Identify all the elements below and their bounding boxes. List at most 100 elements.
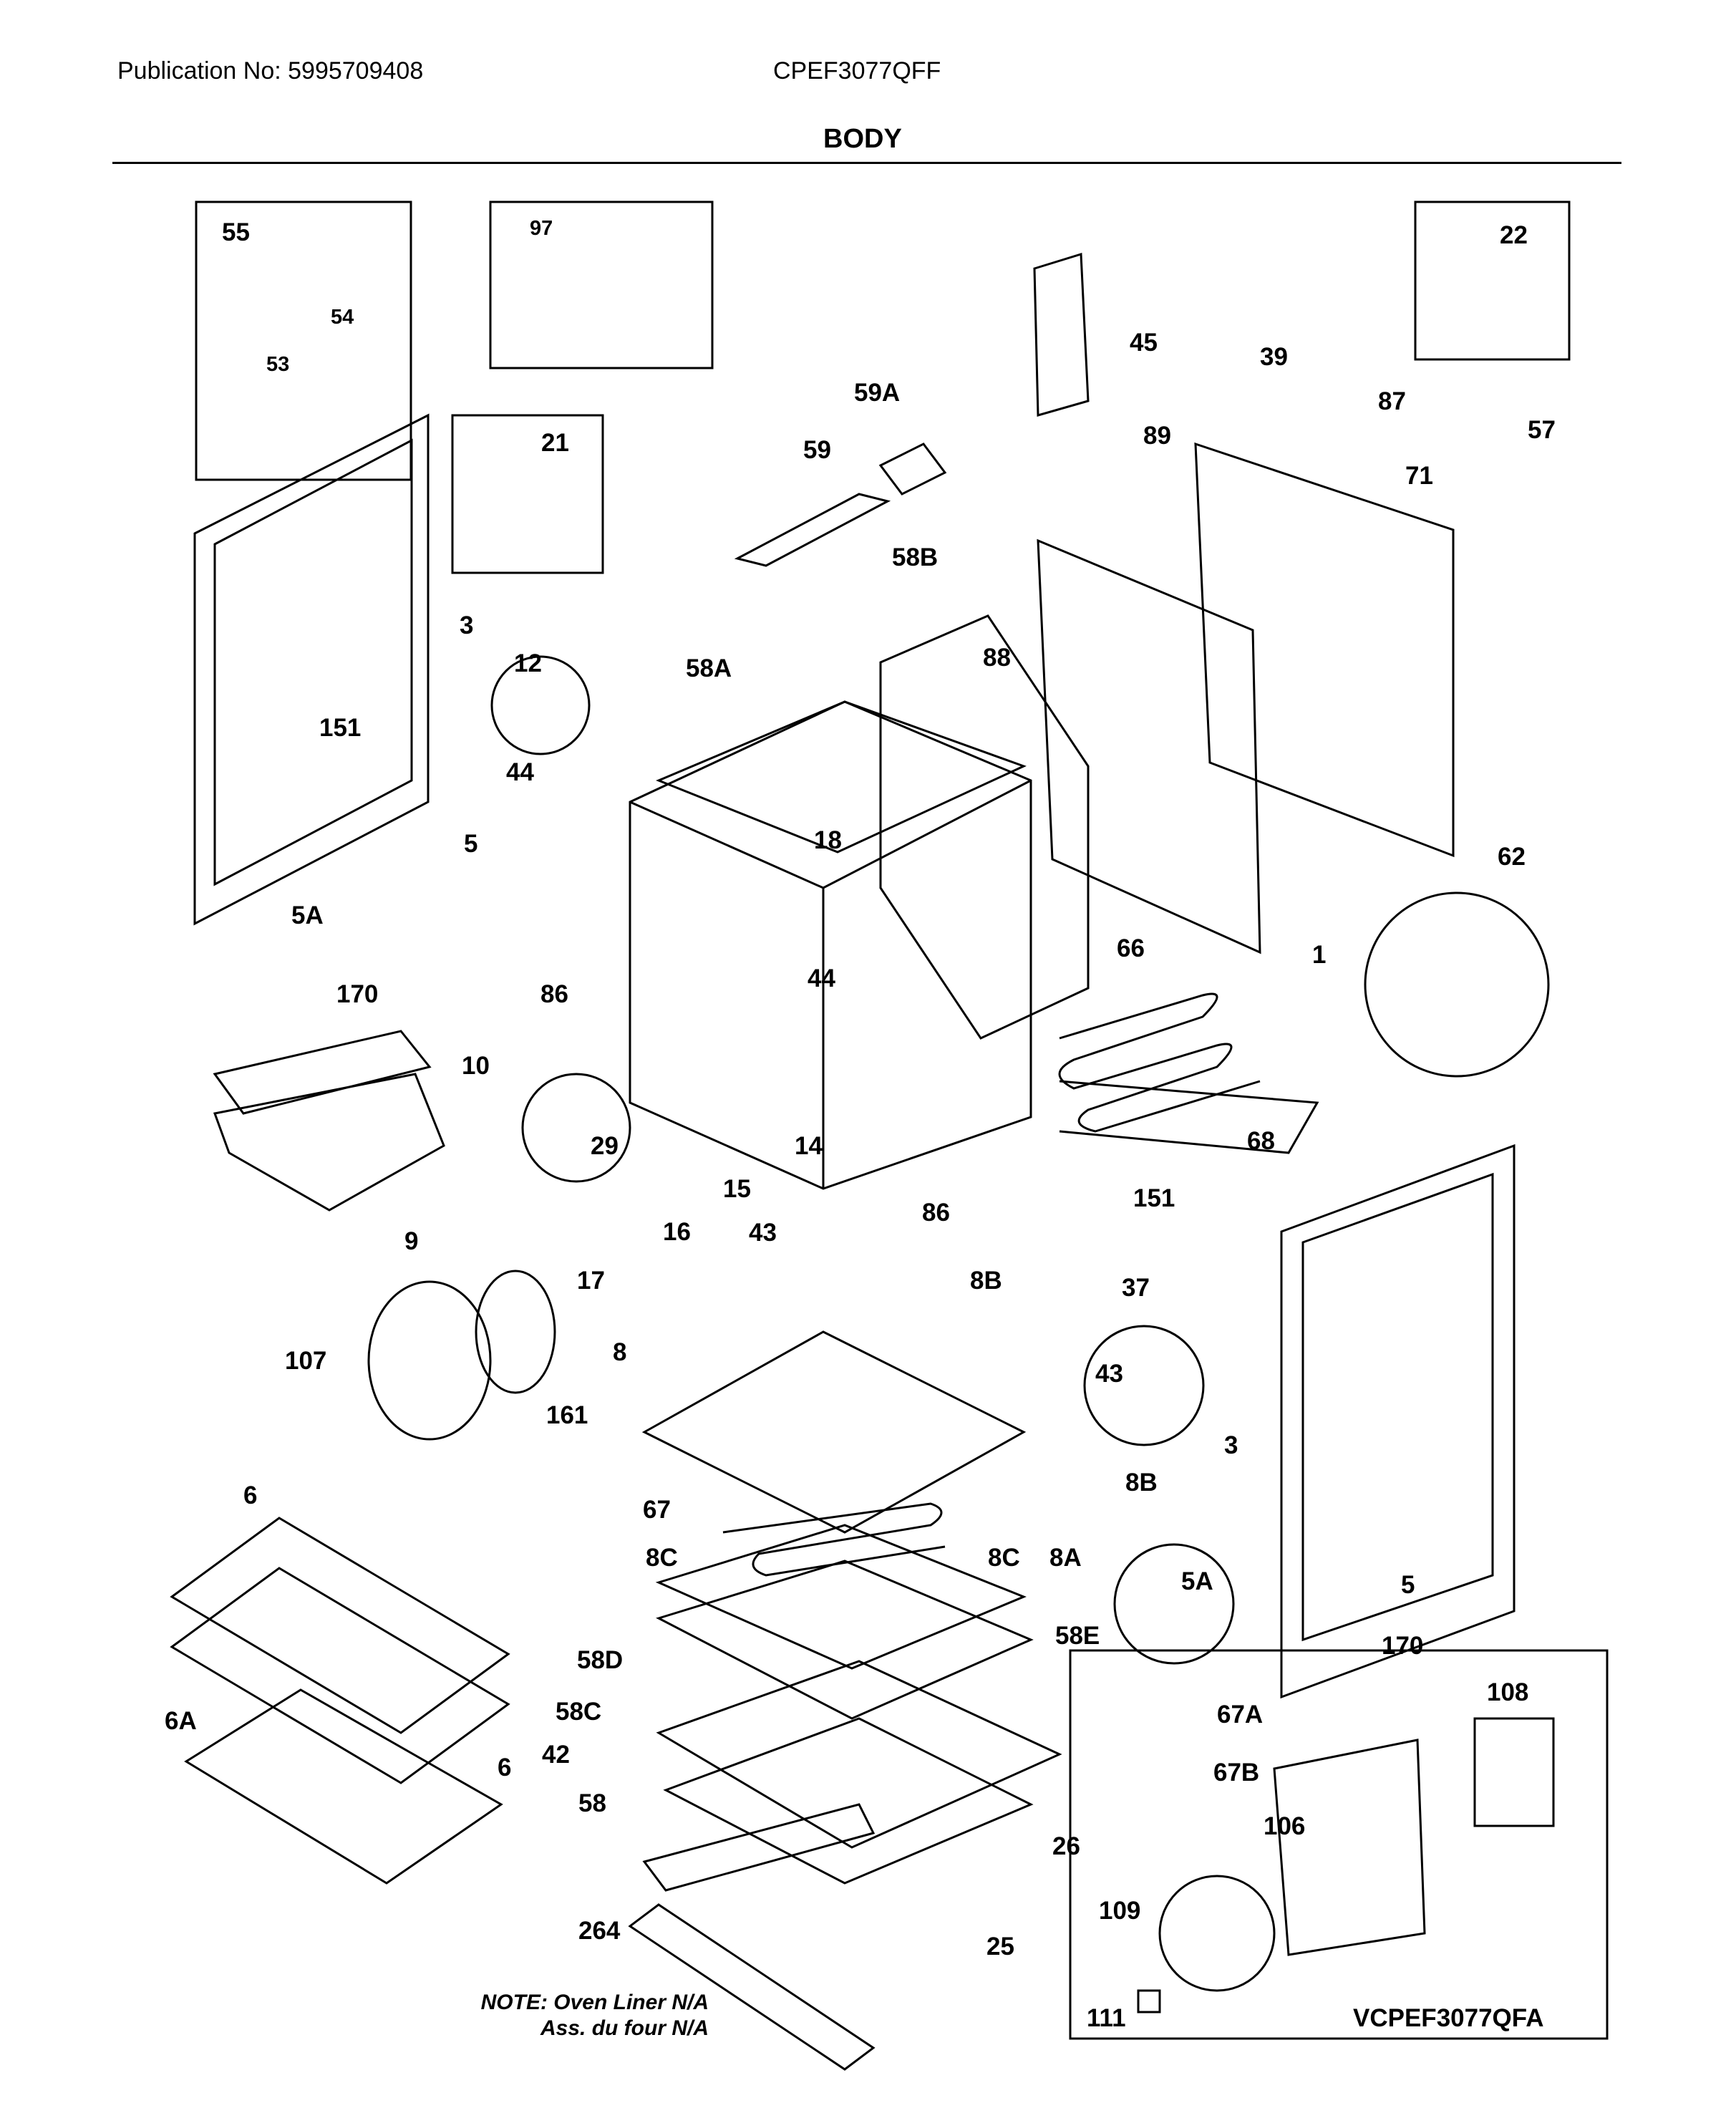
inset-box-22 xyxy=(1414,200,1571,361)
rear-panel-71 xyxy=(1194,442,1455,858)
callout-170a: 170 xyxy=(336,980,378,1008)
callout-58D: 58D xyxy=(577,1646,623,1674)
callout-42: 42 xyxy=(542,1741,570,1769)
publication-number: Publication No: 5995709408 xyxy=(117,57,424,84)
side-panel-right xyxy=(1280,1144,1516,1699)
inset-model-label: VCPEF3077QFA xyxy=(1353,2004,1544,2032)
duct-59 xyxy=(734,493,891,567)
callout-58: 58 xyxy=(578,1789,606,1817)
callout-22: 22 xyxy=(1500,221,1528,249)
callout-108: 108 xyxy=(1487,1678,1528,1706)
oven-rack-6A xyxy=(184,1688,503,1885)
callout-55: 55 xyxy=(222,218,250,246)
oven-rack-6b xyxy=(170,1567,510,1784)
insulation-58A xyxy=(656,700,1027,854)
callout-67: 67 xyxy=(643,1496,671,1524)
panel-26 xyxy=(663,1717,1034,1885)
callout-8A: 8A xyxy=(1049,1544,1082,1572)
callout-58B: 58B xyxy=(892,543,938,571)
inset-box-21 xyxy=(451,414,604,574)
model-number: CPEF3077QFF xyxy=(773,57,941,84)
callout-6b: 6 xyxy=(498,1754,511,1781)
callout-5Aa: 5A xyxy=(291,901,324,929)
callout-8C-a: 8C xyxy=(646,1544,678,1572)
callout-17: 17 xyxy=(577,1267,605,1295)
detail-circle-29 xyxy=(521,1073,631,1183)
bottom-panel-8 xyxy=(641,1330,1027,1534)
callout-161: 161 xyxy=(546,1401,588,1429)
callout-62: 62 xyxy=(1498,843,1526,871)
callout-5a: 5 xyxy=(464,830,477,858)
bracket-68 xyxy=(1059,1080,1319,1154)
callout-21: 21 xyxy=(541,429,569,457)
callout-29: 29 xyxy=(591,1132,619,1160)
callout-18: 18 xyxy=(814,826,842,854)
callout-67B: 67B xyxy=(1213,1759,1259,1787)
note-line-2: Ass. du four N/A xyxy=(540,2016,709,2040)
callout-43a: 43 xyxy=(749,1219,777,1247)
trim-264 xyxy=(628,1903,876,2071)
broiler-pan-9 xyxy=(213,1073,445,1212)
callout-8B-a: 8B xyxy=(970,1267,1002,1295)
callout-57: 57 xyxy=(1528,416,1556,444)
callout-66: 66 xyxy=(1117,934,1145,962)
callout-39: 39 xyxy=(1260,343,1288,371)
callout-97: 97 xyxy=(530,217,553,240)
callout-58A: 58A xyxy=(686,654,732,682)
insulation-58D xyxy=(656,1560,1034,1720)
note-line-1: NOTE: Oven Liner N/A xyxy=(480,1991,709,2014)
callout-10: 10 xyxy=(462,1052,490,1080)
callout-5b: 5 xyxy=(1401,1571,1415,1599)
callout-37: 37 xyxy=(1122,1274,1150,1302)
callout-6A: 6A xyxy=(165,1707,197,1735)
fan-nut-111 xyxy=(1137,1989,1161,2013)
fan-motor-108 xyxy=(1473,1717,1555,1827)
callout-8C-b: 8C xyxy=(988,1544,1020,1572)
callout-15: 15 xyxy=(723,1175,751,1203)
callout-45: 45 xyxy=(1130,329,1158,357)
section-title: BODY xyxy=(823,124,902,154)
duct-59A xyxy=(878,443,947,495)
fan-bracket-106 xyxy=(1273,1739,1426,1956)
drawer-8A xyxy=(655,1524,1027,1670)
fan-blade-109 xyxy=(1158,1875,1276,1992)
callout-67A: 67A xyxy=(1217,1701,1263,1729)
bracket-45 xyxy=(1033,252,1090,417)
callout-86b: 86 xyxy=(922,1199,950,1227)
callout-88: 88 xyxy=(983,644,1011,672)
callout-3b: 3 xyxy=(1224,1431,1238,1459)
callout-59A: 59A xyxy=(854,379,900,407)
inset-box-convection-fan xyxy=(1069,1649,1609,2040)
header-divider xyxy=(112,162,1621,164)
detail-circle-62 xyxy=(1364,891,1550,1078)
callout-89: 89 xyxy=(1143,422,1171,450)
bake-element-67 xyxy=(722,1502,946,1577)
callout-151b: 151 xyxy=(1133,1184,1175,1212)
inset-box-sensor xyxy=(195,200,412,481)
callout-87: 87 xyxy=(1378,387,1406,415)
callout-8: 8 xyxy=(613,1338,626,1366)
drawer-bottom-42 xyxy=(656,1660,1062,1849)
callout-5Ab: 5A xyxy=(1181,1567,1213,1595)
callout-59: 59 xyxy=(803,436,831,464)
callout-3a: 3 xyxy=(460,611,473,639)
callout-170b: 170 xyxy=(1382,1632,1423,1660)
fan-cover-107 xyxy=(367,1280,492,1441)
callout-25: 25 xyxy=(986,1933,1014,1961)
callout-54: 54 xyxy=(331,306,354,329)
callout-14: 14 xyxy=(795,1132,823,1160)
kick-panel-25 xyxy=(642,1803,876,1892)
detail-circle-43 xyxy=(1083,1325,1205,1446)
callout-264: 264 xyxy=(578,1917,621,1945)
inset-box-control-board xyxy=(489,200,714,369)
callout-9: 9 xyxy=(404,1227,418,1255)
callout-106: 106 xyxy=(1264,1812,1305,1840)
broil-element-66 xyxy=(1058,992,1261,1133)
callout-26: 26 xyxy=(1052,1832,1080,1860)
callout-86a: 86 xyxy=(540,980,568,1008)
callout-107: 107 xyxy=(285,1347,326,1375)
callout-8B-b: 8B xyxy=(1125,1469,1158,1497)
callout-44a: 44 xyxy=(506,758,534,786)
oven-cavity xyxy=(629,700,1032,1190)
